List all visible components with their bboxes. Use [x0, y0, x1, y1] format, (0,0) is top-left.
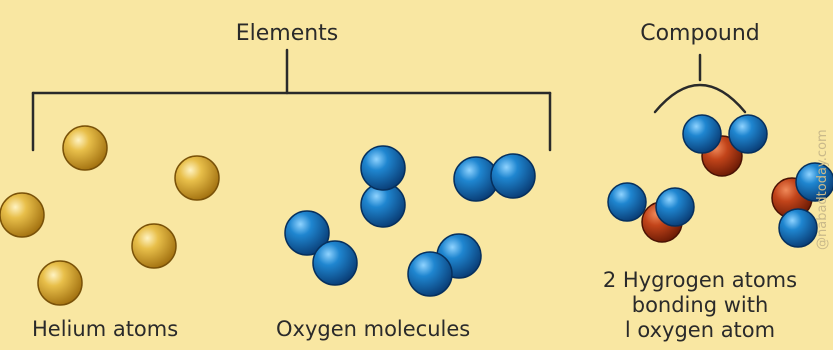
water-label-line1: 2 Hygrogen atoms: [603, 268, 797, 292]
water-molecule: [607, 182, 695, 243]
oxygen-molecule: [453, 153, 536, 202]
oxygen-molecules: [284, 145, 536, 297]
watermark-text: @nabadtoday.com: [815, 129, 830, 250]
elements-bracket: [31, 48, 552, 152]
oxygen-molecule: [360, 145, 406, 228]
oxygen-label: Oxygen molecules: [276, 317, 470, 341]
water-molecule: [771, 162, 833, 248]
diagram-panel: Elements Compound: [0, 0, 833, 350]
compound-bracket: [653, 53, 747, 114]
water-molecule: [682, 114, 768, 177]
water-molecules: [607, 114, 833, 248]
water-label-line2: bonding with: [632, 293, 769, 317]
oxygen-molecule: [284, 210, 358, 286]
helium-label: Helium atoms: [32, 317, 178, 341]
helium-atom: [0, 192, 45, 238]
compound-title: Compound: [640, 21, 760, 46]
helium-atom: [131, 223, 177, 269]
helium-atom: [174, 155, 220, 201]
water-label-line3: l oxygen atom: [625, 318, 775, 342]
helium-atom: [62, 125, 108, 171]
elements-title: Elements: [236, 21, 339, 46]
oxygen-molecule: [407, 233, 482, 297]
bottom-strip: [0, 350, 833, 361]
diagram-svg: Elements Compound: [0, 0, 833, 350]
helium-atoms: [0, 125, 220, 306]
helium-atom: [37, 260, 83, 306]
